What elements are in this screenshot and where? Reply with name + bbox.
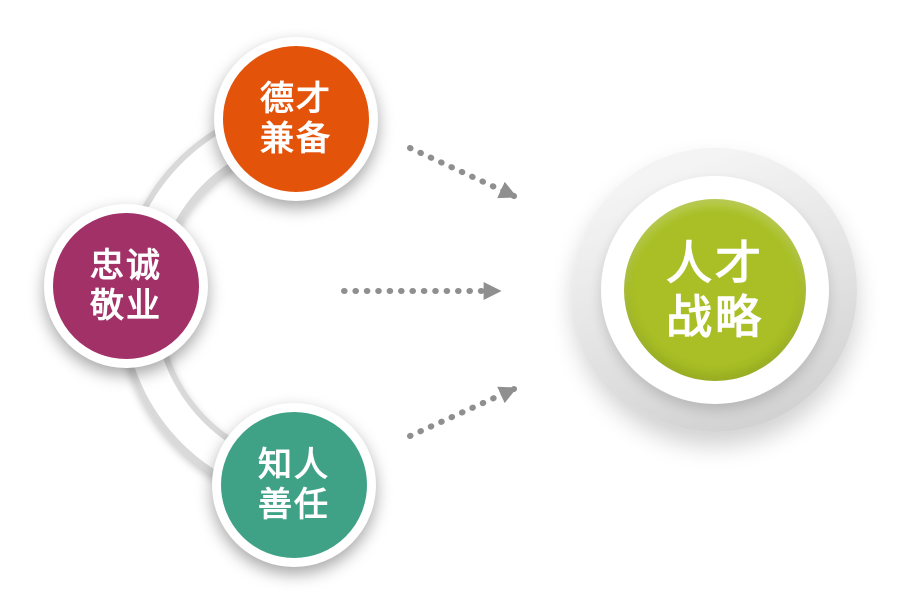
target-node-ren-cai-zhan-lue: 人才 战略 [624, 199, 806, 381]
node-zhong-cheng-jing-ye: 忠诚 敬业 [44, 204, 208, 368]
target-label-line: 人才 [666, 235, 764, 290]
node-label-line: 知人 [258, 444, 330, 485]
node-label-line: 德才 [260, 78, 332, 119]
target-node-white-ring: 人才 战略 [601, 176, 829, 404]
target-node-outer-ring: 人才 战略 [573, 148, 857, 432]
node-label-line: 忠诚 [90, 245, 162, 286]
target-label-line: 战略 [666, 290, 764, 344]
node-zhi-ren-shan-ren: 知人 善任 [212, 403, 376, 567]
dotted-arrow-top [407, 145, 518, 199]
node-de-cai-jian-bei: 德才 兼备 [214, 37, 378, 201]
dotted-arrow-bottom [407, 386, 518, 439]
node-label-line: 敬业 [90, 286, 162, 326]
node-label-line: 善任 [258, 485, 330, 525]
node-label-line: 兼备 [260, 119, 332, 159]
